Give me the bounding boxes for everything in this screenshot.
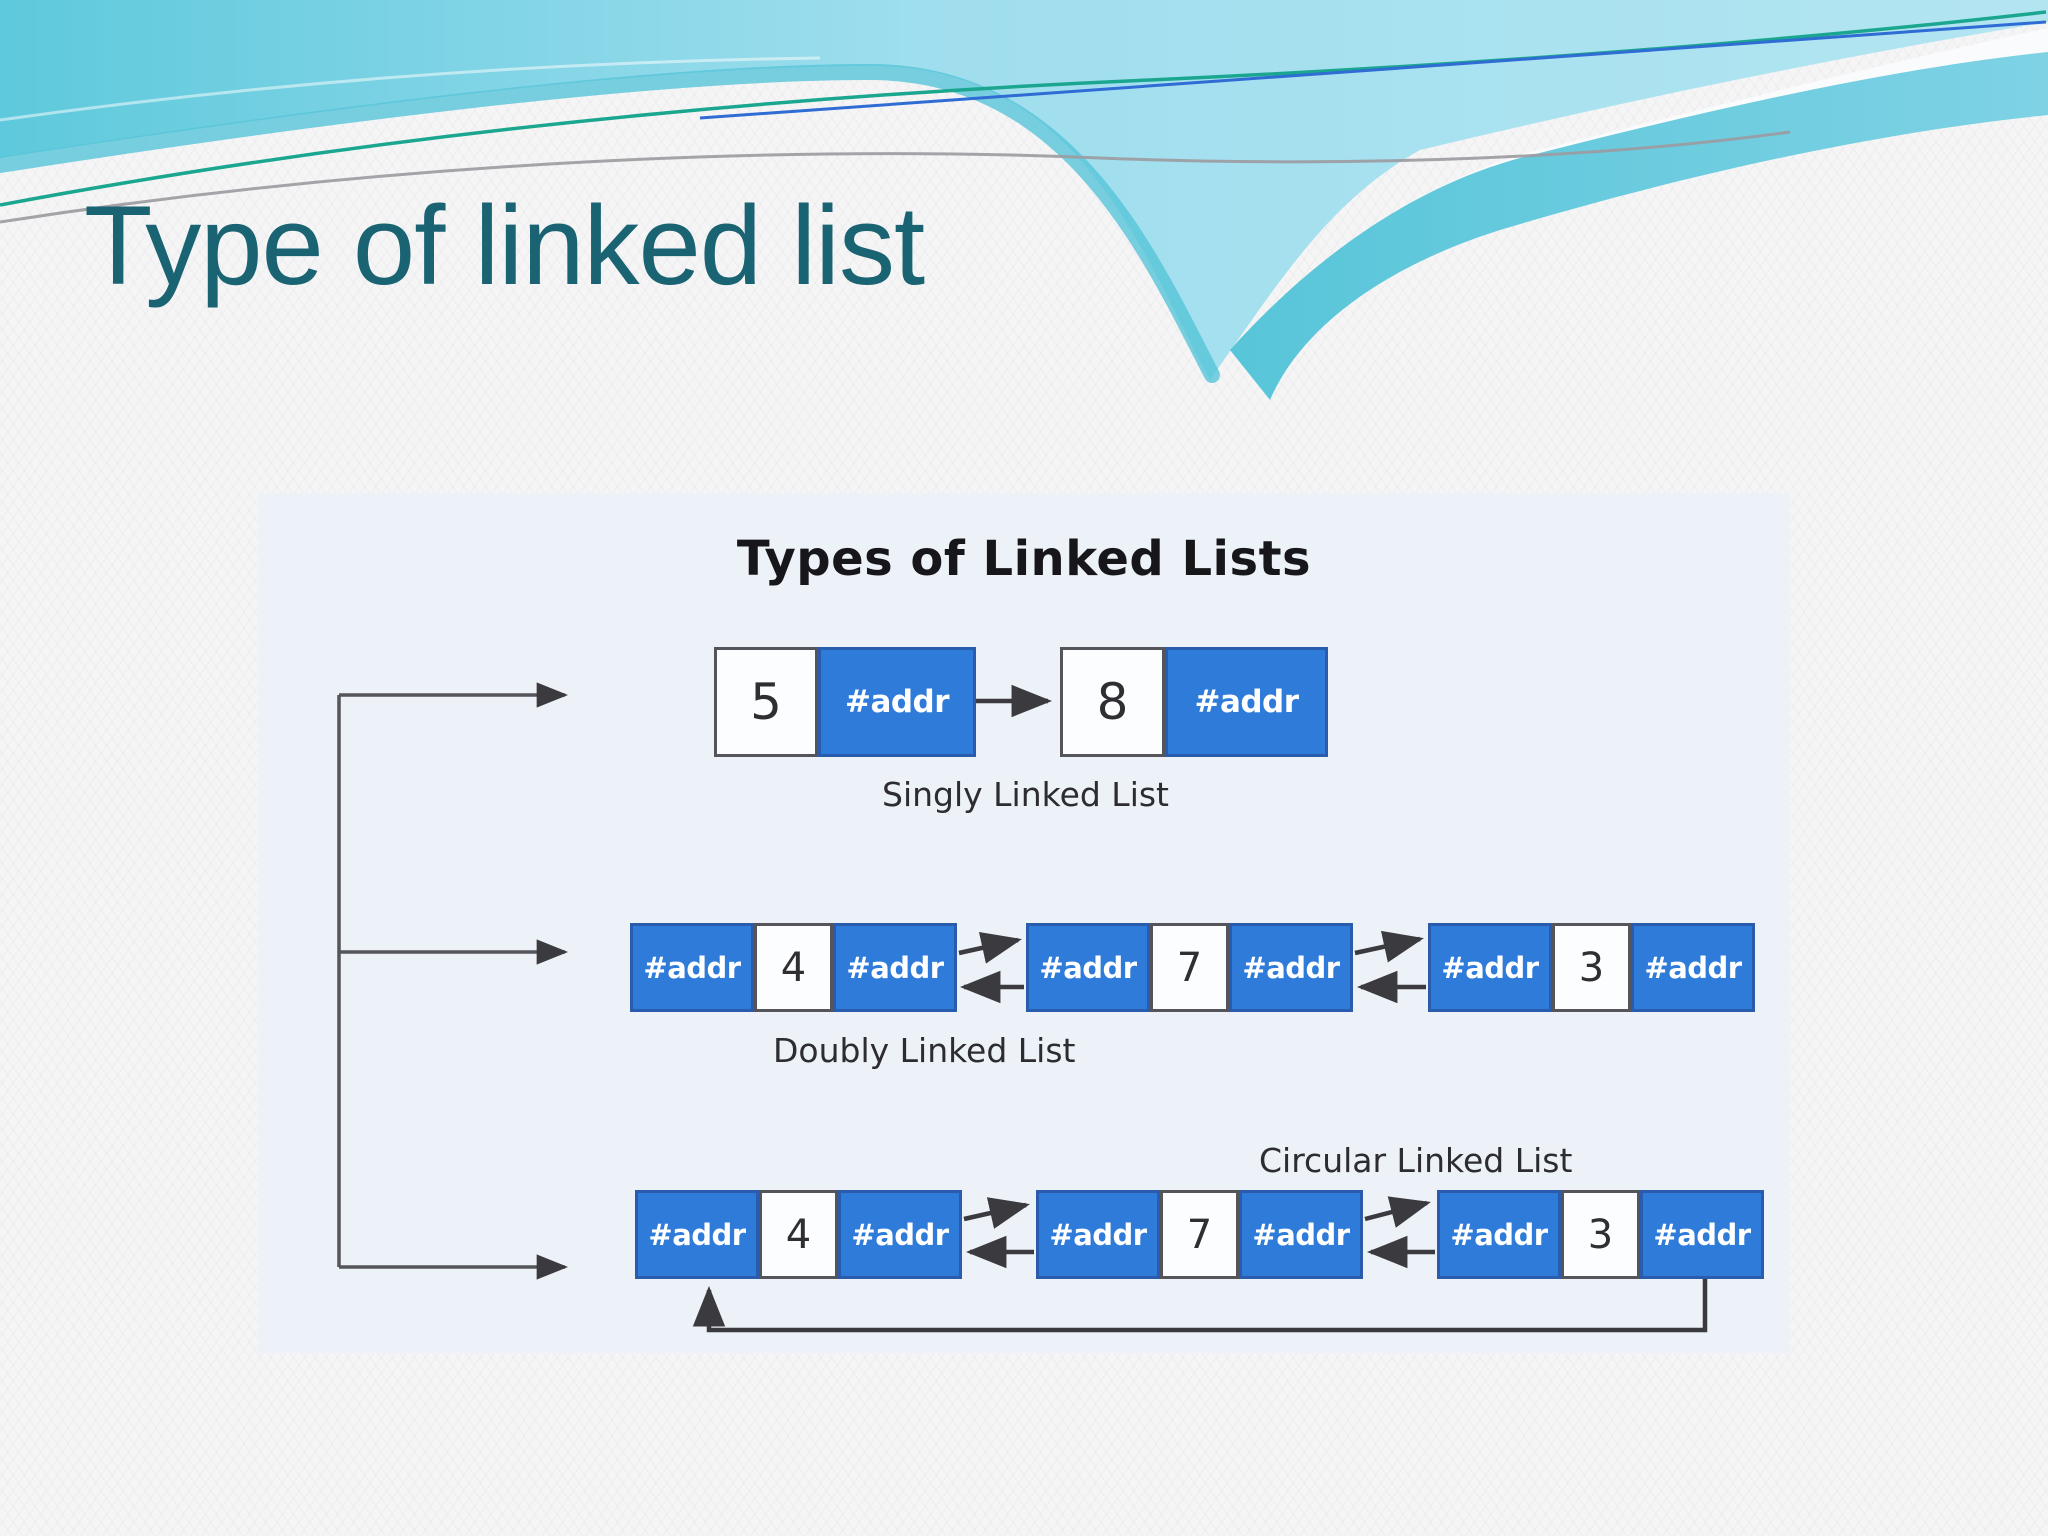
doubly-node-1: #addr 4 #addr — [630, 923, 957, 1012]
value-cell: 5 — [714, 647, 818, 757]
doubly-link-arrows — [958, 930, 1426, 1004]
prev-pointer-cell: #addr — [1428, 923, 1552, 1012]
singly-list-label: Singly Linked List — [882, 775, 1169, 814]
circular-node-1: #addr 4 #addr — [635, 1190, 962, 1279]
next-pointer-cell: #addr — [838, 1190, 962, 1279]
accent-line-green — [0, 10, 2047, 207]
doubly-node-2: #addr 7 #addr — [1026, 923, 1353, 1012]
pointer-cell: #addr — [1165, 647, 1328, 757]
doubly-node-3: #addr 3 #addr — [1428, 923, 1755, 1012]
wave-medium-band — [1230, 52, 2048, 400]
singly-node-1: 5 #addr — [714, 647, 976, 757]
circular-return-arrow — [692, 1279, 1708, 1333]
prev-pointer-cell: #addr — [1026, 923, 1150, 1012]
value-cell: 4 — [759, 1190, 838, 1279]
prev-pointer-cell: #addr — [1437, 1190, 1561, 1279]
circular-list-label: Circular Linked List — [1259, 1141, 1573, 1180]
diagram-title: Types of Linked Lists — [736, 531, 1312, 587]
singly-node-2: 8 #addr — [1060, 647, 1328, 757]
value-cell: 8 — [1060, 647, 1165, 757]
wave-header-decoration — [0, 0, 2048, 400]
doubly-list-label: Doubly Linked List — [773, 1031, 1076, 1070]
circular-link-arrows — [963, 1196, 1435, 1269]
value-cell: 7 — [1160, 1190, 1239, 1279]
prev-pointer-cell: #addr — [1036, 1190, 1160, 1279]
prev-pointer-cell: #addr — [635, 1190, 759, 1279]
next-pointer-cell: #addr — [1631, 923, 1755, 1012]
next-pointer-cell: #addr — [1640, 1190, 1764, 1279]
next-pointer-cell: #addr — [833, 923, 957, 1012]
accent-line-gray — [0, 130, 1791, 224]
prev-pointer-cell: #addr — [630, 923, 754, 1012]
accent-line-white — [0, 56, 821, 122]
linked-list-types-image: Types of Linked Lists — [258, 493, 1790, 1353]
branch-bracket — [337, 682, 569, 1280]
value-cell: 7 — [1150, 923, 1229, 1012]
wave-cyan-mass — [0, 0, 2048, 380]
slide-title: Type of linked list — [84, 183, 925, 308]
wave-white-slice — [1235, 28, 2048, 370]
circular-node-2: #addr 7 #addr — [1036, 1190, 1363, 1279]
next-pointer-cell: #addr — [1239, 1190, 1363, 1279]
value-cell: 4 — [754, 923, 833, 1012]
wave-deep-edge — [0, 63, 1220, 383]
pointer-cell: #addr — [818, 647, 976, 757]
value-cell: 3 — [1561, 1190, 1640, 1279]
next-pointer-cell: #addr — [1229, 923, 1353, 1012]
circular-node-3: #addr 3 #addr — [1437, 1190, 1764, 1279]
connector-arrows — [337, 682, 1708, 1333]
value-cell: 3 — [1552, 923, 1631, 1012]
